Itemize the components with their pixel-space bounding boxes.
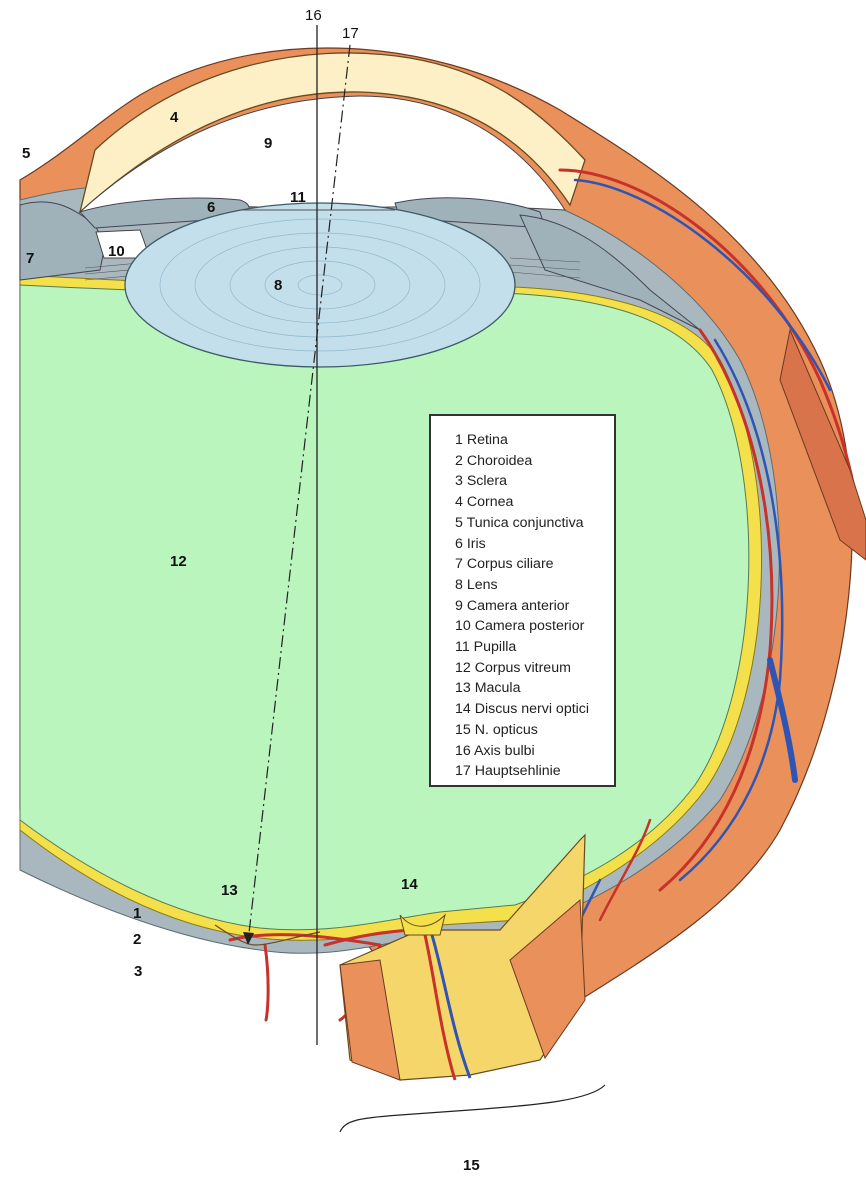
legend-item-n-opticus: 15 N. opticus (455, 720, 614, 741)
label-4: 4 (170, 110, 178, 125)
lens (125, 203, 515, 367)
legend-item-iris: 6 Iris (455, 534, 614, 555)
legend-item-discus-nervi-optici: 14 Discus nervi optici (455, 699, 614, 720)
label-9: 9 (264, 136, 272, 151)
label-16: 16 (305, 8, 322, 23)
legend-item-camera-anterior: 9 Camera anterior (455, 596, 614, 617)
legend-item-tunica-conjunctiva: 5 Tunica conjunctiva (455, 513, 614, 534)
legend-item-axis-bulbi: 16 Axis bulbi (455, 741, 614, 762)
label-17: 17 (342, 26, 359, 41)
legend-item-corpus-vitreum: 12 Corpus vitreum (455, 658, 614, 679)
legend-item-camera-posterior: 10 Camera posterior (455, 616, 614, 637)
label-6: 6 (207, 200, 215, 215)
legend-item-macula: 13 Macula (455, 678, 614, 699)
label-10: 10 (108, 244, 125, 259)
label-12: 12 (170, 554, 187, 569)
legend-item-choroidea: 2 Choroidea (455, 451, 614, 472)
legend-item-sclera: 3 Sclera (455, 471, 614, 492)
label-2: 2 (133, 932, 141, 947)
label-11: 11 (290, 190, 306, 205)
label-5: 5 (22, 146, 30, 161)
legend-item-retina: 1 Retina (455, 430, 614, 451)
label-7: 7 (26, 251, 34, 266)
legend-item-cornea: 4 Cornea (455, 492, 614, 513)
legend-item-pupilla: 11 Pupilla (455, 637, 614, 658)
legend-item-corpus-ciliare: 7 Corpus ciliare (455, 554, 614, 575)
label-3: 3 (134, 964, 142, 979)
legend-box: 1 Retina 2 Choroidea 3 Sclera 4 Cornea 5… (429, 414, 616, 787)
legend-item-lens: 8 Lens (455, 575, 614, 596)
label-14: 14 (401, 877, 418, 892)
label-8: 8 (274, 278, 282, 293)
optic-nerve-bracket (340, 1085, 605, 1132)
label-15: 15 (463, 1158, 480, 1173)
label-1: 1 (133, 906, 141, 921)
legend-item-hauptsehlinie: 17 Hauptsehlinie (455, 761, 614, 782)
corpus-vitreum (20, 285, 749, 930)
label-13: 13 (221, 883, 238, 898)
